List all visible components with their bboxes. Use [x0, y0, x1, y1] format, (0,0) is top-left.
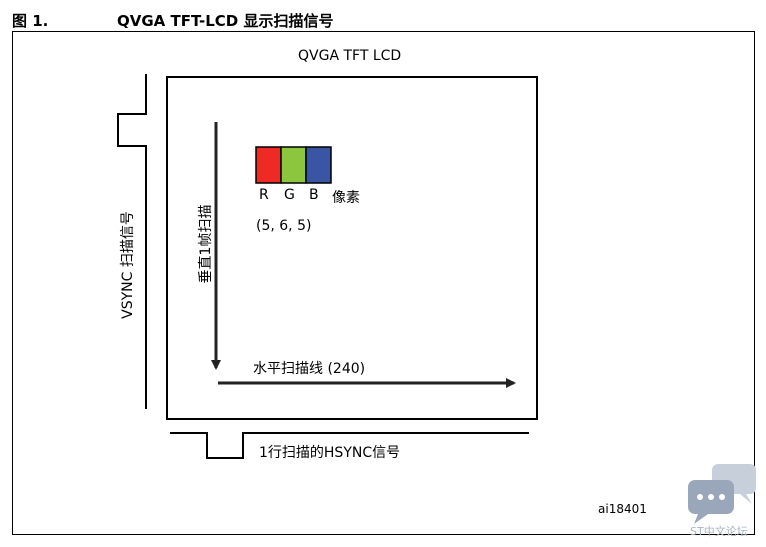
chat-bubble-icon — [688, 464, 756, 524]
pixel-bits: (5, 6, 5) — [256, 218, 312, 234]
vsync-label: VSYNC 扫描信号 — [120, 211, 136, 319]
horizontal-scan-label: 水平扫描线 (240) — [253, 361, 366, 377]
pixel-word: 像素 — [332, 190, 360, 206]
frame-scan-label: 垂直1帧扫描 — [198, 204, 214, 284]
figure-title: QVGA TFT-LCD 显示扫描信号 — [117, 12, 334, 30]
figure-frame — [12, 31, 755, 535]
pixel-label-g: G — [284, 187, 295, 203]
watermark-text: ST中文论坛 — [690, 525, 748, 538]
lcd-screen — [166, 76, 538, 420]
vsync-waveform — [117, 74, 147, 409]
hsync-waveform — [170, 432, 529, 459]
pixel-green — [280, 146, 307, 184]
figure-id-code: ai18401 — [598, 502, 647, 516]
pixel-label-b: B — [309, 187, 319, 203]
lcd-label: QVGA TFT LCD — [298, 48, 402, 64]
pixel-label-r: R — [259, 187, 269, 203]
pixel-red — [255, 146, 282, 184]
pixel-blue — [305, 146, 332, 184]
figure-number: 图 1. — [12, 12, 49, 30]
hsync-label: 1行扫描的HSYNC信号 — [259, 445, 401, 461]
figure-header: 图 1. QVGA TFT-LCD 显示扫描信号 — [12, 10, 756, 32]
